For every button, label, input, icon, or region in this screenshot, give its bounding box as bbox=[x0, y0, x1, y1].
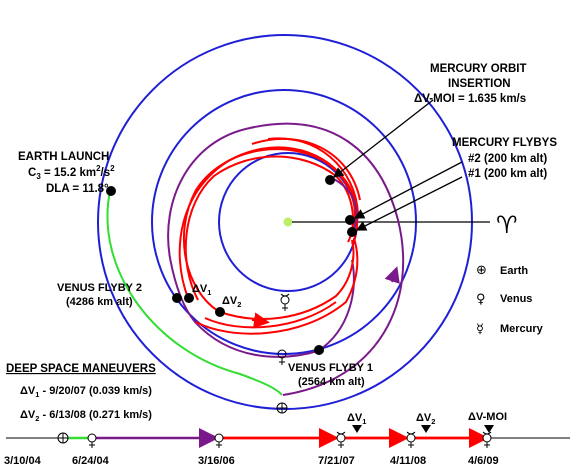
dsm-dv1: ΔV1 - 9/20/07 (0.039 km/s) bbox=[20, 385, 152, 399]
venus-flyby-2-alt: (4286 km alt) bbox=[66, 296, 133, 308]
venus-flyby-2-title: VENUS FLYBY 2 bbox=[57, 282, 142, 294]
timeline-dv2-marker bbox=[421, 425, 431, 433]
transfer-purple-inner bbox=[317, 259, 355, 352]
mercury-flyby-1-label: #1 (200 km alt) bbox=[468, 168, 547, 180]
flyby2-pointer-arrow bbox=[353, 161, 463, 219]
earth-launch-c3: C3 = 15.2 km2/s2 bbox=[28, 164, 115, 181]
venus-flyby-2-label: VENUS FLYBY 2 (4286 km alt) bbox=[57, 282, 142, 308]
sun bbox=[283, 217, 293, 227]
legend-earth-label: Earth bbox=[500, 265, 528, 277]
transfer-earth-to-venus bbox=[167, 122, 405, 396]
timeline-mercury-icon-1 bbox=[336, 431, 346, 448]
legend: ⊕ Earth ♀ Venus ☿ Mercury bbox=[476, 263, 544, 337]
timeline-mercury-icon-3 bbox=[482, 431, 492, 448]
aries-symbol: ♈ bbox=[496, 211, 518, 239]
timeline-dv1-label: ΔV1 bbox=[347, 412, 366, 426]
mercury-flyby-1-dot bbox=[347, 227, 357, 237]
venus-flyby-2-dot-a bbox=[172, 293, 182, 303]
transfer-venus-to-mercury bbox=[178, 137, 361, 335]
moi-dot bbox=[325, 175, 335, 185]
venus-icon: ♀ bbox=[476, 292, 486, 307]
venus-flyby-1-alt: (2564 km alt) bbox=[298, 376, 365, 388]
venus-position-icon bbox=[277, 349, 287, 365]
legend-venus-label: Venus bbox=[500, 293, 532, 305]
dsm-dv2: ΔV2 - 6/13/08 (0.271 km/s) bbox=[20, 409, 152, 423]
flyby1-pointer-arrow bbox=[355, 176, 463, 231]
earth-icon: ⊕ bbox=[476, 263, 487, 278]
venus-flyby-1-label: VENUS FLYBY 1 (2564 km alt) bbox=[288, 362, 373, 388]
timeline-date-moi: 4/6/09 bbox=[468, 455, 499, 467]
dv1-trajectory-label: ΔV1 bbox=[192, 283, 211, 297]
moi-line2: INSERTION bbox=[448, 78, 511, 90]
mercury-icon: ☿ bbox=[476, 322, 484, 337]
timeline-earth-icon bbox=[57, 432, 69, 444]
timeline: ΔV1 ΔV2 ΔV-MOI 3/10/04 6/24/04 3/16/06 7… bbox=[4, 411, 570, 467]
legend-mercury: ☿ Mercury bbox=[476, 322, 544, 337]
mercury-flyby-2-label: #2 (200 km alt) bbox=[468, 153, 547, 165]
earth-launch-dla: DLA = 11.8° bbox=[46, 183, 109, 195]
timeline-date-launch: 3/10/04 bbox=[4, 455, 42, 467]
moi-line1: MERCURY ORBIT bbox=[430, 63, 526, 75]
timeline-moi-label: ΔV-MOI bbox=[468, 411, 507, 423]
earth-launch-title: EARTH LAUNCH bbox=[18, 151, 109, 163]
moi-label: MERCURY ORBIT INSERTION ΔV-MOI = 1.635 k… bbox=[414, 63, 526, 105]
dsm-title: DEEP SPACE MANEUVERS bbox=[6, 363, 156, 375]
venus-flyby-1-title: VENUS FLYBY 1 bbox=[288, 362, 373, 374]
moi-line3: ΔV-MOI = 1.635 km/s bbox=[414, 93, 526, 105]
legend-earth: ⊕ Earth bbox=[476, 263, 528, 278]
timeline-dv1-marker bbox=[352, 425, 362, 433]
transfer-direction-arrow-red bbox=[251, 312, 270, 329]
dv2-dot bbox=[215, 307, 225, 317]
timeline-venus-icon-1 bbox=[214, 433, 224, 448]
timeline-mercury-icon-2 bbox=[406, 431, 416, 448]
legend-mercury-label: Mercury bbox=[500, 323, 544, 335]
venus-flyby-1-dot bbox=[314, 345, 324, 355]
earth-launch-dot bbox=[106, 186, 116, 196]
timeline-dv2-label: ΔV2 bbox=[416, 412, 435, 426]
transfer-direction-arrow-purple bbox=[384, 266, 400, 284]
transfer-earth-to-earth bbox=[106, 190, 283, 396]
timeline-date-dv1: 7/21/07 bbox=[318, 455, 355, 467]
dv2-trajectory-label: ΔV2 bbox=[222, 295, 241, 309]
earth-position-icon bbox=[276, 402, 288, 414]
timeline-date-dv2: 4/11/08 bbox=[390, 455, 426, 467]
mercury-position-icon bbox=[280, 293, 290, 311]
timeline-earth-flyby-icon bbox=[87, 433, 97, 448]
dsm-section: DEEP SPACE MANEUVERS ΔV1 - 9/20/07 (0.03… bbox=[6, 363, 156, 423]
timeline-date-venus-flyby: 3/16/06 bbox=[198, 455, 235, 467]
dv1-dot bbox=[184, 293, 194, 303]
mercury-flybys-title: MERCURY FLYBYS bbox=[452, 137, 557, 149]
timeline-moi-marker bbox=[484, 425, 494, 433]
moi-pointer-arrow bbox=[332, 99, 434, 178]
mercury-flybys-label: MERCURY FLYBYS #2 (200 km alt) #1 (200 k… bbox=[452, 137, 557, 180]
legend-venus: ♀ Venus bbox=[476, 292, 532, 307]
mercury-flyby-2-dot bbox=[345, 215, 355, 225]
timeline-date-earth-flyby: 6/24/04 bbox=[72, 455, 110, 467]
earth-launch-label: EARTH LAUNCH C3 = 15.2 km2/s2 DLA = 11.8… bbox=[18, 151, 115, 195]
